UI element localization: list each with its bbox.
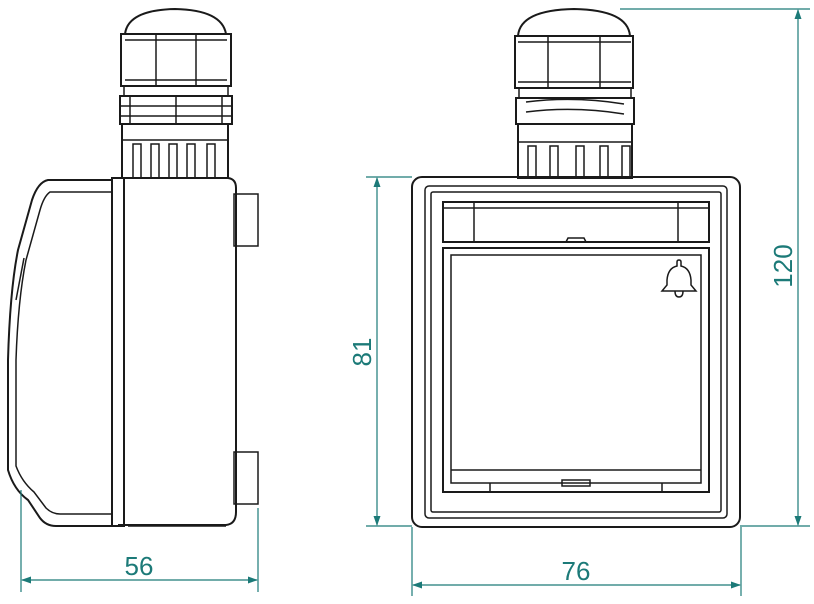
side-view — [7, 7, 259, 527]
side-back-box — [118, 177, 259, 527]
side-front-lid — [7, 177, 125, 527]
dimension-total-height-label: 120 — [768, 244, 798, 287]
bell-icon — [660, 259, 698, 298]
dimension-front-height-label: 81 — [347, 338, 377, 367]
dimension-depth-label: 56 — [125, 551, 154, 581]
dimension-front-height: 81 — [347, 176, 412, 527]
dimension-front-width-label: 76 — [562, 556, 591, 586]
side-cable-gland — [119, 7, 233, 179]
dimension-depth: 56 — [20, 490, 259, 592]
push-button-rocker — [442, 247, 710, 493]
front-cable-gland — [514, 7, 635, 179]
front-frame — [411, 176, 741, 528]
dimension-total-height: 120 — [620, 8, 810, 527]
label-window — [442, 201, 710, 243]
dimension-front-width: 76 — [411, 527, 742, 596]
front-view — [411, 7, 741, 528]
